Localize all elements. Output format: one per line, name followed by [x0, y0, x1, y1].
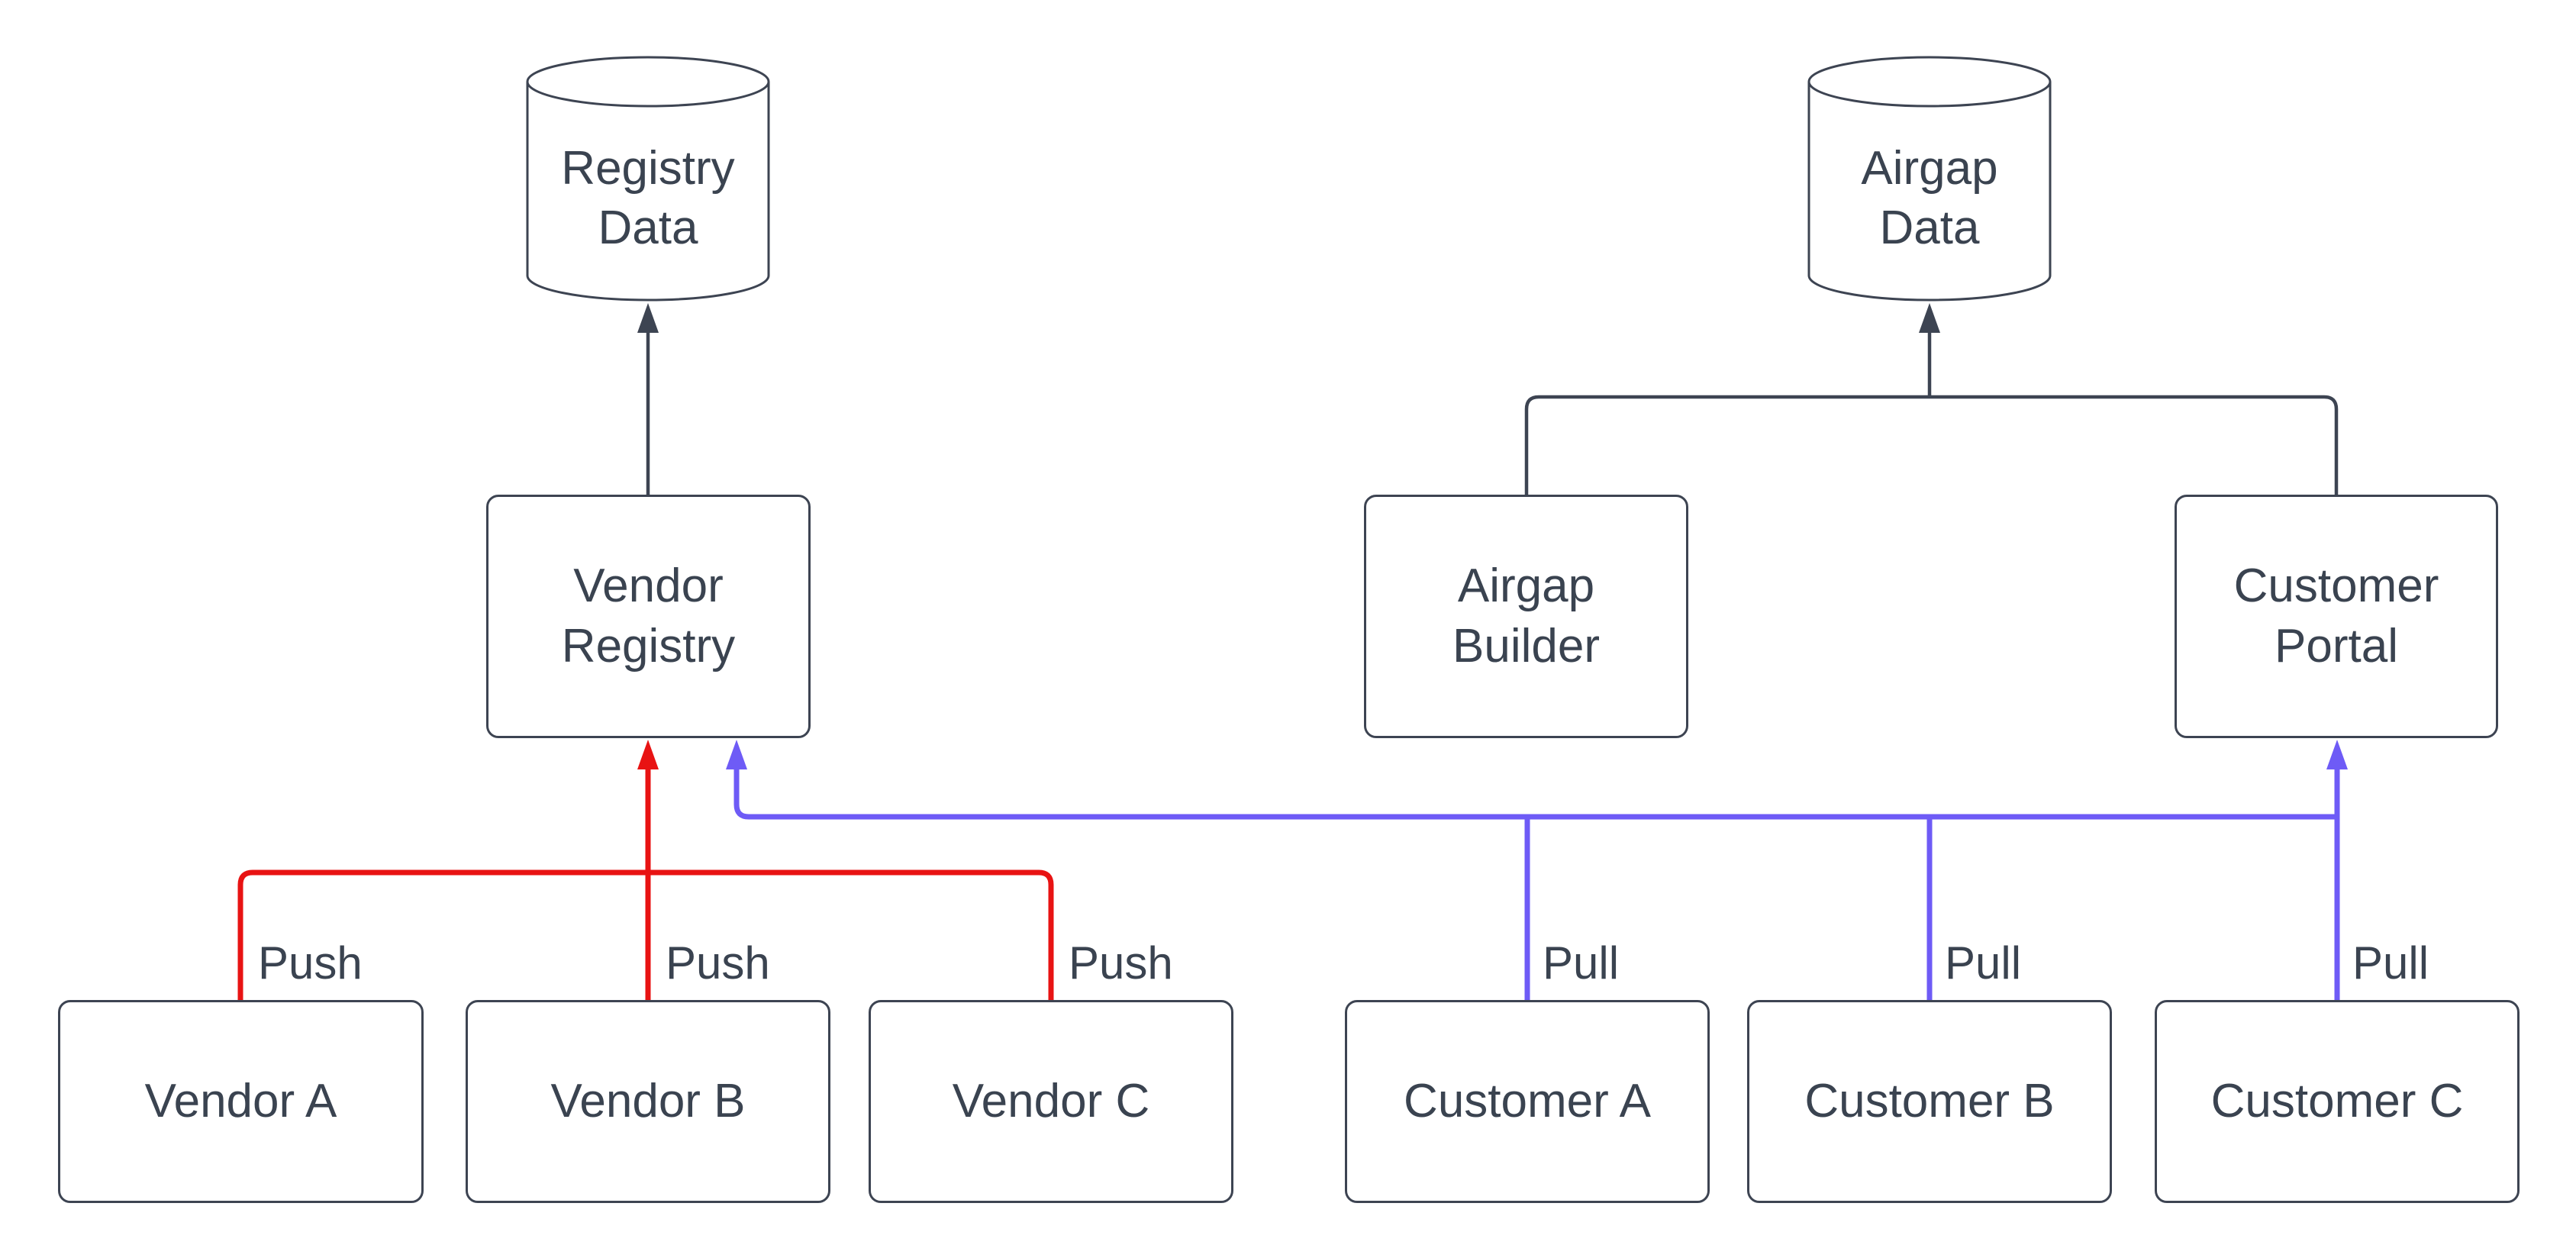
arrowhead-pull-into-vendor-registry — [726, 740, 747, 769]
node-label: Customer A — [1404, 1074, 1651, 1127]
edge-label-customer-c-pull: Pull — [2352, 937, 2429, 989]
node-label: Vendor A — [144, 1074, 337, 1127]
node-label: Vendor Registry — [561, 560, 736, 673]
node-airgap-builder: Airgap Builder — [1364, 495, 1688, 738]
node-customer-a: Customer A — [1345, 1000, 1710, 1203]
edge-customer-portal-to-airgap-data — [1930, 395, 2339, 495]
push-arrowheads — [637, 740, 659, 769]
pull-edges — [733, 769, 2340, 1000]
edge-pull-horizontal-to-vendor-registry — [733, 769, 2337, 820]
edge-label-vendor-b-push: Push — [666, 937, 770, 989]
push-edges — [237, 769, 1054, 1000]
flow-arrowheads — [637, 303, 1940, 333]
arrowhead-pull-into-customer-portal — [2326, 740, 2348, 769]
node-label: Airgap Data — [1861, 141, 1998, 254]
edge-label-vendor-a-push: Push — [258, 937, 363, 989]
flow-edges — [646, 333, 2339, 495]
edge-airgap-builder-to-airgap-data — [1524, 395, 1930, 495]
node-label: Customer B — [1804, 1074, 2055, 1127]
edge-label-vendor-c-push: Push — [1069, 937, 1173, 989]
edge-label-customer-b-pull: Pull — [1945, 937, 2022, 989]
node-vendor-b: Vendor B — [466, 1000, 830, 1203]
node-label: Airgap Builder — [1452, 560, 1600, 673]
node-customer-c: Customer C — [2155, 1000, 2520, 1203]
arrowhead-into-registry-data — [637, 303, 659, 333]
node-customer-portal: Customer Portal — [2175, 495, 2498, 738]
node-label: Customer Portal — [2233, 560, 2439, 673]
node-vendor-c: Vendor C — [869, 1000, 1233, 1203]
node-registry-data: Registry Data — [526, 56, 770, 302]
node-airgap-data: Airgap Data — [1807, 56, 2052, 302]
edge-label-customer-a-pull: Pull — [1543, 937, 1620, 989]
node-vendor-registry: Vendor Registry — [486, 495, 811, 738]
pull-arrowheads — [726, 740, 2348, 769]
node-label: Vendor C — [952, 1074, 1150, 1127]
database-cylinder-icon — [1807, 56, 2052, 302]
database-cylinder-icon — [526, 56, 770, 302]
arrowhead-into-airgap-data — [1919, 303, 1940, 333]
node-vendor-a: Vendor A — [58, 1000, 424, 1203]
node-label: Customer C — [2210, 1074, 2464, 1127]
node-label: Vendor B — [550, 1074, 746, 1127]
arrowhead-push-into-vendor-registry — [637, 740, 659, 769]
node-label: Registry Data — [561, 141, 735, 254]
node-customer-b: Customer B — [1747, 1000, 2112, 1203]
